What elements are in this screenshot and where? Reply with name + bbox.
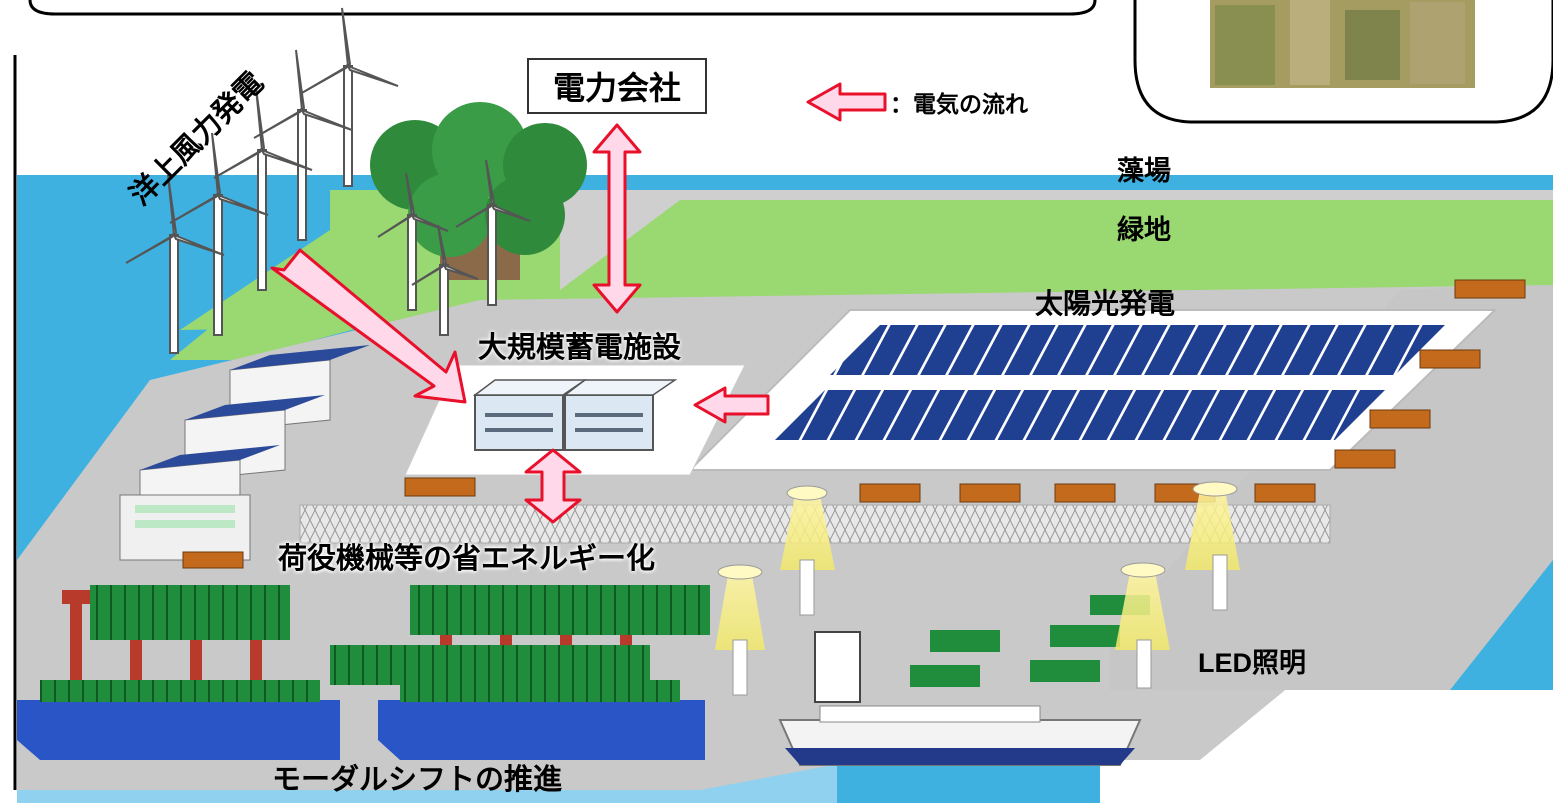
arrow-storage-cargo bbox=[524, 448, 582, 524]
arrow-solar-storage bbox=[693, 386, 770, 424]
modal-shift-label: モーダルシフトの推進 bbox=[272, 762, 563, 796]
photo-callout-frame bbox=[1133, 0, 1553, 124]
container-ship-1 bbox=[17, 680, 340, 760]
warehouses bbox=[119, 345, 370, 561]
legend-electric-flow-label: ：電気の流れ bbox=[890, 92, 1028, 118]
container-stack bbox=[410, 585, 710, 635]
solar-row-1 bbox=[830, 325, 1445, 375]
led-lighting-label: LED照明 bbox=[1198, 648, 1306, 678]
led-lights bbox=[715, 481, 1240, 696]
ev-charger bbox=[814, 631, 861, 703]
arrow-power-storage bbox=[592, 123, 642, 314]
storage-building bbox=[472, 379, 678, 451]
trucks bbox=[182, 279, 1526, 569]
seaweed-bed-label: 藻場 bbox=[1117, 156, 1171, 187]
container-ship-2 bbox=[378, 680, 705, 760]
solar-power-label: 太陽光発電 bbox=[1035, 287, 1176, 320]
solar-row-2 bbox=[775, 390, 1385, 440]
legend-arrow bbox=[806, 82, 887, 122]
wind-turbines bbox=[125, 7, 531, 354]
arrow-wind-storage bbox=[270, 248, 467, 404]
power-company-box: 電力会社 bbox=[527, 58, 707, 114]
storage-facility-label: 大規模蓄電施設 bbox=[478, 330, 682, 364]
container-stack bbox=[90, 585, 290, 640]
power-company-label: 電力会社 bbox=[552, 69, 681, 107]
ferry-ship bbox=[778, 705, 1142, 766]
container-stack bbox=[330, 645, 650, 685]
photo-texture bbox=[1215, 0, 1465, 85]
upper-pavement bbox=[560, 190, 1553, 290]
tree-group bbox=[370, 102, 587, 280]
green-space-label: 緑地 bbox=[1117, 215, 1171, 246]
top-callout-frame bbox=[28, 0, 1097, 16]
cargo-handling-label: 荷役機械等の省エネルギー化 bbox=[278, 541, 656, 575]
flow-arrows bbox=[270, 82, 887, 524]
